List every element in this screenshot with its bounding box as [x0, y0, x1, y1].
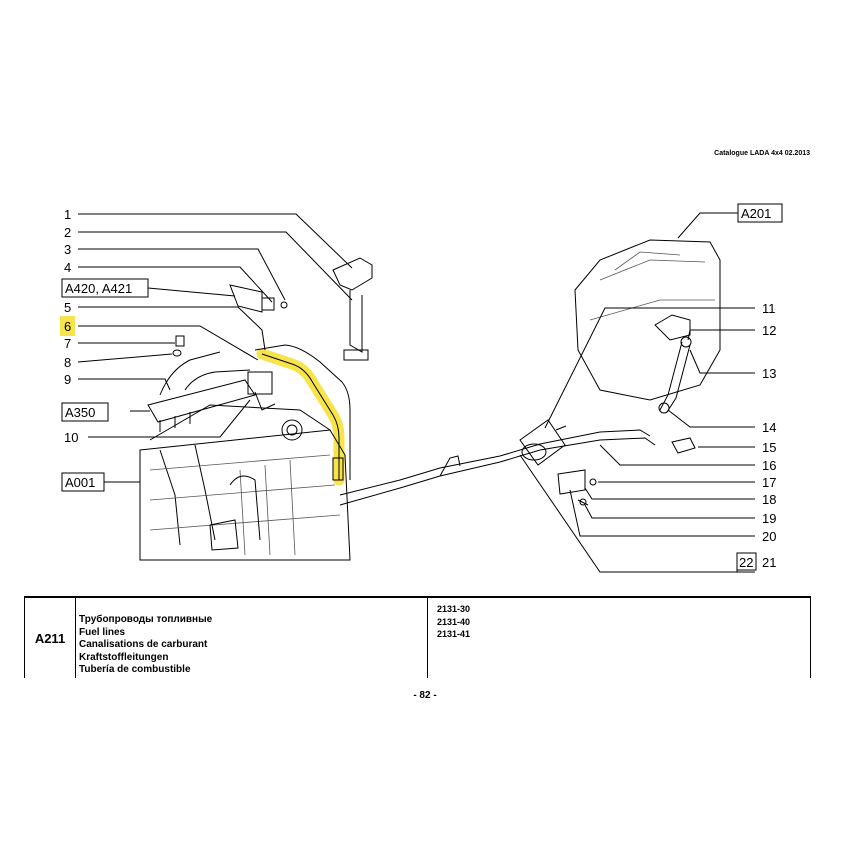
- main-fuel-line: [339, 429, 656, 506]
- engine-fuel-pipes: [159, 344, 351, 481]
- callout-20: 20: [762, 529, 776, 544]
- fuel-rail: [147, 371, 276, 432]
- model-code: 2131-30: [437, 604, 471, 614]
- callout-14: 14: [762, 420, 776, 435]
- support-bracket: [332, 257, 373, 361]
- callout-15: 15: [762, 440, 776, 455]
- highlight-callout-6: [60, 316, 75, 336]
- ref-box-a350: A350: [65, 405, 95, 420]
- ref-box-a201: A201: [741, 206, 771, 221]
- callout-5: 5: [64, 300, 71, 315]
- tank-pipes: [658, 336, 692, 414]
- engine-block: [139, 404, 351, 561]
- ref-box-a001-frame: [61, 472, 105, 492]
- group-code: A211: [25, 598, 76, 678]
- catalogue-info-table: A211 Трубопроводы топливные Fuel lines C…: [24, 596, 811, 678]
- title-ru: Трубопроводы топливные: [79, 614, 213, 625]
- ref-box-a001: A001: [65, 475, 95, 490]
- title-de: Kraftstoffleitungen: [79, 651, 169, 663]
- callout-22-box: [736, 552, 757, 571]
- callout-2: 2: [64, 225, 71, 240]
- model-code: 2131-41: [437, 629, 471, 639]
- callout-19: 19: [762, 511, 776, 526]
- callout-17: 17: [762, 475, 776, 490]
- title-es: Tubería de combustible: [79, 664, 191, 676]
- fuel-tank: [574, 239, 721, 401]
- title-fr: Canalisations de carburant: [79, 639, 208, 651]
- leader-lines: [77, 212, 755, 573]
- title-en: Fuel lines: [79, 626, 126, 638]
- callout-10: 10: [64, 430, 78, 445]
- pipe-clamp: [557, 469, 597, 506]
- callout-21: 21: [762, 555, 776, 570]
- ref-box-a350-frame: [61, 402, 109, 422]
- callout-22: 22: [739, 555, 753, 570]
- callout-3: 3: [64, 242, 71, 257]
- fuel-filter: [519, 419, 567, 466]
- ref-box-a420-a421: A420, A421: [65, 281, 132, 296]
- ref-box-a420-frame: [61, 278, 149, 298]
- callout-8: 8: [64, 355, 71, 370]
- callout-7: 7: [64, 336, 71, 351]
- ref-box-a201-frame: [737, 203, 783, 223]
- callout-9: 9: [64, 372, 71, 387]
- callout-4: 4: [64, 260, 71, 275]
- callout-12: 12: [762, 323, 776, 338]
- callout-16: 16: [762, 458, 776, 473]
- rubber-grommet: [671, 437, 696, 454]
- callout-6: 6: [64, 319, 71, 334]
- group-titles: Трубопроводы топливные Fuel lines Canali…: [75, 598, 428, 678]
- callout-13: 13: [762, 366, 776, 381]
- page-number: - 82 -: [413, 690, 437, 701]
- callout-1: 1: [64, 207, 71, 222]
- small-fittings: [172, 335, 185, 357]
- catalogue-header: Catalogue LADA 4x4 02.2013: [714, 150, 810, 157]
- callout-11: 11: [762, 301, 776, 316]
- model-code: 2131-40: [437, 616, 471, 627]
- highlight-fuel-pipe: [256, 348, 345, 486]
- callout-18: 18: [762, 492, 776, 507]
- model-codes: 2131-30 2131-40 2131-41: [428, 598, 809, 678]
